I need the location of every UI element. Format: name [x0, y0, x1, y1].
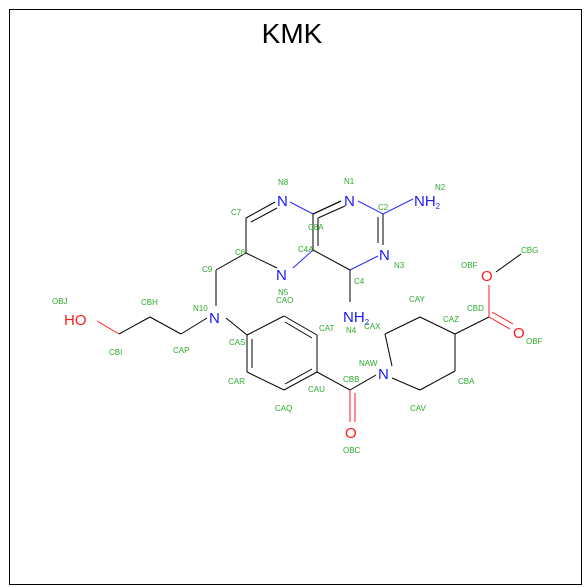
molecule-viewer-frame — [9, 9, 582, 585]
element-symbols: N N N N N N NH2 NH2 HO O O O — [64, 193, 525, 442]
label-N8: N8 — [278, 178, 289, 187]
atom-symbol-NAW: N — [378, 366, 389, 383]
atom-labels: N8 N1 N2 C2 C7 C8A C4A C6 N3 C9 N5 CAO C… — [52, 177, 543, 455]
label-CAS: CAS — [229, 338, 245, 347]
label-CAU: CAU — [308, 385, 325, 394]
label-CBI: CBI — [109, 348, 122, 357]
label-CAO: CAO — [276, 296, 293, 305]
label-NAW: NAW — [359, 359, 378, 368]
atom-symbol-N10: N — [209, 310, 220, 327]
atom-symbol-N3: N — [379, 247, 390, 264]
label-CAP: CAP — [173, 346, 189, 355]
atom-symbol-N1: N — [344, 193, 355, 210]
label-N4: N4 — [346, 326, 357, 335]
molecule-title: KMK — [261, 18, 323, 49]
label-N3: N3 — [394, 261, 405, 270]
label-OBC: OBC — [343, 446, 361, 455]
label-N10: N10 — [193, 304, 208, 313]
label-C6: C6 — [235, 248, 246, 257]
atom-symbol-OBJ: HO — [64, 312, 87, 329]
atom-symbol-N8: N — [277, 193, 288, 210]
label-N2: N2 — [435, 183, 446, 192]
atom-symbol-OBF-double: O — [513, 325, 525, 342]
linker-bonds — [96, 252, 248, 336]
label-C9: C9 — [202, 265, 213, 274]
label-C7: C7 — [231, 208, 242, 217]
label-CAR: CAR — [228, 377, 245, 386]
atom-symbol-OBC: O — [345, 425, 357, 442]
atom-symbol-N5: N — [276, 267, 287, 284]
label-CAY: CAY — [409, 295, 426, 304]
atom-symbol-OBF: O — [481, 268, 493, 285]
label-C8A: C8A — [308, 223, 324, 232]
label-CBA: CBA — [458, 377, 475, 386]
benzene-ring-bonds — [246, 315, 318, 391]
label-CAX: CAX — [364, 322, 381, 331]
label-CAQ: CAQ — [275, 404, 292, 413]
label-OBF: OBF — [461, 261, 478, 270]
label-OBJ: OBJ — [52, 297, 68, 306]
label-C2: C2 — [378, 203, 389, 212]
label-N5: N5 — [278, 288, 289, 297]
label-N1: N1 — [344, 177, 355, 186]
label-CBD: CBD — [467, 304, 484, 313]
label-CBH: CBH — [141, 298, 158, 307]
label-C4A: C4A — [298, 245, 314, 254]
label-CAV: CAV — [410, 404, 427, 413]
label-C4: C4 — [354, 277, 365, 286]
label-CBG: CBG — [521, 246, 538, 255]
label-CAT: CAT — [319, 324, 335, 333]
pteridine-ring-bonds — [245, 198, 414, 302]
piperidine-bonds — [316, 253, 522, 422]
label-OBF-double: OBF — [526, 337, 543, 346]
atom-symbol-N2: NH2 — [414, 193, 441, 211]
atom-symbol-N4: NH2 — [343, 309, 370, 327]
label-CAZ: CAZ — [443, 315, 459, 324]
label-CBB: CBB — [343, 375, 359, 384]
